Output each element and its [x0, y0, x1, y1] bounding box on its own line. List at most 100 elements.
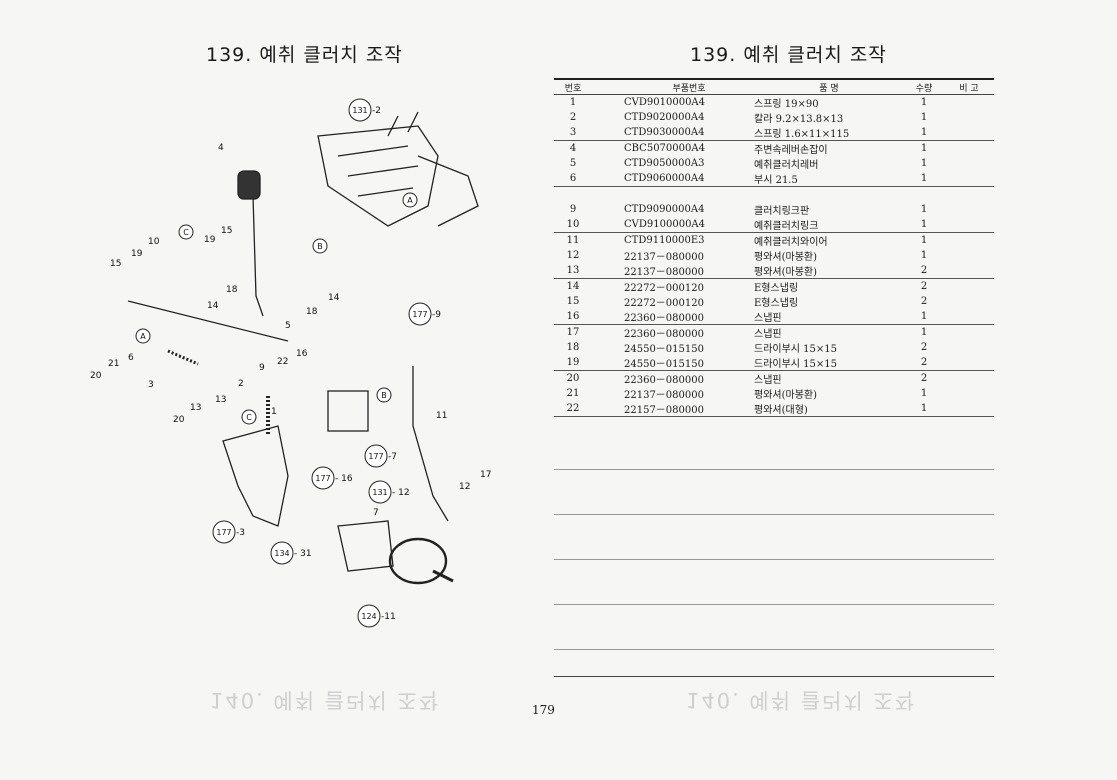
- cell-no: 1: [569, 97, 577, 108]
- callout-177-16-number: 177: [315, 474, 330, 483]
- cell-part-name: 드라이부시 15×15: [754, 355, 904, 371]
- table-bottom-rule: [554, 676, 994, 677]
- cell-part-number: 22137－080000: [624, 252, 704, 263]
- cell-part-number: 22272－000120: [624, 283, 704, 294]
- cell-remarks: [944, 401, 994, 417]
- cell-quantity: 1: [920, 143, 928, 154]
- cell-part-name: 스프링 19×90: [754, 99, 819, 110]
- callout-177-16-suffix: - 16: [335, 474, 353, 484]
- cell-quantity: 1: [920, 204, 928, 215]
- ref-a-left-letter: A: [140, 332, 146, 341]
- cell-no: 15: [566, 296, 580, 307]
- cell-part-name: 평와셔(마봉환): [754, 390, 818, 401]
- ref-b-top: [312, 238, 328, 254]
- cell-no: 18: [566, 342, 580, 353]
- callout-131-2-number: 131: [352, 106, 367, 115]
- cell-quantity: 2: [904, 355, 944, 371]
- cell-part-number: 22137－080000: [624, 390, 704, 401]
- part-label-10: 10: [148, 237, 160, 247]
- part-label-18-a: 18: [226, 285, 238, 295]
- part-label-20-b: 20: [173, 415, 185, 425]
- part-label-17: 17: [480, 470, 491, 480]
- cell-remarks: [944, 248, 994, 263]
- ref-b-right-letter: B: [381, 391, 387, 400]
- cell-remarks: [944, 263, 994, 279]
- frame-post: [387, 111, 419, 137]
- part-label-11: 11: [436, 411, 447, 421]
- cell-quantity: 1: [904, 125, 944, 141]
- part-label-7: 7: [373, 508, 379, 518]
- cell-remarks: [944, 156, 994, 171]
- header-part-number: 부품번호: [592, 78, 754, 95]
- cell-quantity: 1: [904, 217, 944, 233]
- callout-177-9-number: 177: [412, 310, 427, 319]
- cell-quantity: 1: [920, 97, 928, 108]
- part-label-5: 5: [285, 321, 291, 331]
- cell-no: 2: [569, 112, 577, 123]
- cell-no: 4: [569, 143, 577, 154]
- ring-fitting: [432, 569, 454, 583]
- cell-part-name: 평와셔(마봉환): [754, 252, 818, 263]
- cell-part-name: 스냅핀: [754, 329, 782, 340]
- cell-part-name: 평와셔(대형): [754, 401, 904, 417]
- cell-no: 11: [566, 235, 580, 246]
- cell-part-name: 드라이부시 15×15: [754, 344, 838, 355]
- cell-part-number: 24550－015150: [592, 355, 754, 371]
- cell-no: 21: [566, 388, 580, 399]
- part-label-14-a: 14: [207, 301, 219, 311]
- callout-131-2-suffix: -2: [372, 106, 381, 116]
- cell-part-number: CTD9050000A3: [624, 158, 705, 169]
- callout-177-7: [364, 444, 388, 468]
- cell-part-number: 22157－080000: [592, 401, 754, 417]
- cell-part-name: E형스냅링: [754, 283, 799, 294]
- cell-part-number: 22137－080000: [592, 263, 754, 279]
- ref-c-left: [241, 409, 257, 425]
- cell-remarks: [944, 171, 994, 187]
- part-label-18-b: 18: [306, 307, 318, 317]
- cell-part-name: 예취클러치레버: [754, 160, 819, 171]
- callout-177-7-suffix: -7: [388, 452, 397, 462]
- cell-quantity: 2: [920, 281, 928, 292]
- page-title-left: 139. 예취 클러치 조작: [206, 44, 403, 66]
- cell-remarks: [944, 371, 994, 387]
- cell-part-number: CTD9090000A4: [624, 204, 705, 215]
- callout-131-12-suffix: - 12: [392, 488, 410, 498]
- empty-cell: [554, 187, 592, 203]
- part-label-16: 16: [296, 349, 308, 359]
- empty-ruled-rows: [554, 425, 994, 650]
- ref-c-top-letter: C: [183, 228, 189, 237]
- empty-cell: [592, 187, 754, 203]
- cell-remarks: [944, 325, 994, 341]
- frame-arm: [417, 155, 479, 227]
- cell-part-name: 스프링 1.6×11×115: [754, 125, 904, 141]
- cell-no: 13: [554, 263, 592, 279]
- exploded-parts-diagram: 131 177 177 177 177 131 134 124 A B C A …: [90, 98, 491, 628]
- cell-quantity: 1: [920, 327, 928, 338]
- page-title-right: 139. 예취 클러치 조작: [690, 44, 887, 66]
- callout-131-2: [348, 98, 372, 122]
- part-label-15-a: 15: [110, 259, 121, 269]
- cell-no: 16: [554, 309, 592, 325]
- cell-part-number: CTD9110000E3: [624, 235, 705, 246]
- callout-131-12-number: 131: [372, 488, 387, 497]
- cell-no: 17: [566, 327, 580, 338]
- table-header-row: 번호 부품번호 품 명 수량 비 고: [554, 78, 994, 95]
- part-label-15-b: 15: [221, 226, 232, 236]
- header-remarks: 비 고: [944, 78, 994, 95]
- callout-177-3-number: 177: [216, 528, 231, 537]
- cell-remarks: [944, 309, 994, 325]
- cell-remarks: [944, 110, 994, 125]
